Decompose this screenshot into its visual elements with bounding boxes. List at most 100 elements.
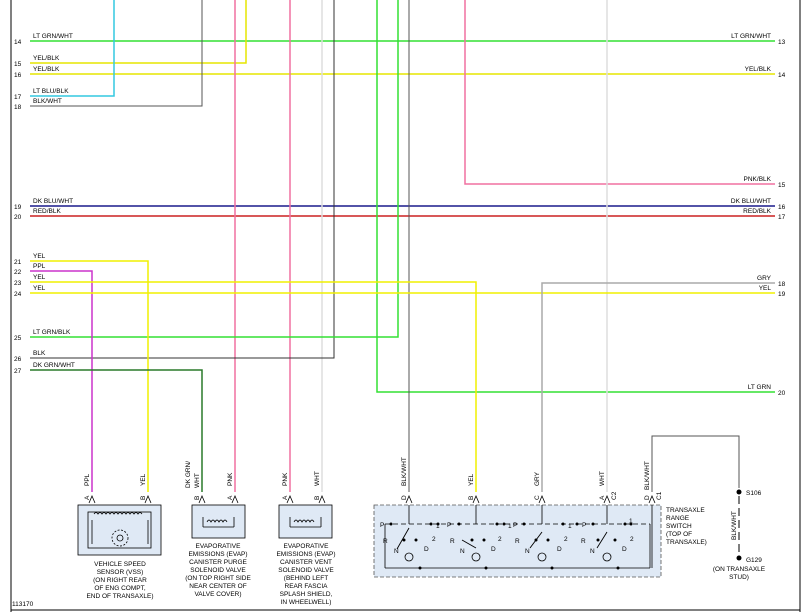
right-label-20: LT GRN (748, 384, 772, 391)
ground-wire-label: BLK/WHT (731, 511, 738, 540)
right-label-14: YEL/BLK (745, 66, 772, 73)
vss-pin-b-wire: YEL (140, 473, 147, 486)
trs-pos-n-1: N (394, 548, 399, 555)
trs-pin-a-wire: WHT (599, 471, 606, 486)
purge-pin-b: B (194, 496, 201, 500)
trs-body (373, 504, 662, 578)
wire-lt-grn-blk-25 (30, 0, 399, 338)
vss-coil-icon (93, 512, 143, 515)
trs-pos-2-2: 2 (498, 536, 502, 543)
trs-pos-p-4: P (582, 522, 586, 529)
purge-caption-3: CANISTER PURGE (189, 559, 247, 566)
trs-pos-r-3: R (515, 538, 520, 545)
purge-caption-5: (ON TOP RIGHT SIDE (185, 575, 251, 582)
right-label-19: YEL (759, 285, 772, 292)
vss-sensor (77, 504, 162, 556)
vent-coil-icon (289, 517, 322, 528)
right-pin-17: 17 (778, 214, 786, 221)
connector-arrow-trs-c (538, 494, 546, 504)
vent-pin-b-wire: WHT (314, 471, 321, 486)
left-label-27: DK GRN/WHT (33, 362, 75, 369)
trs-pos-1-1: 1 (436, 523, 440, 530)
left-pin-25: 25 (14, 335, 22, 342)
left-label-17: LT BLU/BLK (33, 88, 69, 95)
purge-caption-7: VALVE COVER) (194, 591, 241, 598)
trs-pos-2-1: 2 (432, 536, 436, 543)
vent-caption-2: EMISSIONS (EVAP) (276, 551, 335, 558)
left-pin-21: 21 (14, 259, 22, 266)
right-label-18: GRY (757, 275, 772, 282)
left-label-14: LT GRN/WHT (33, 33, 73, 40)
trs-cavity-c1: C1 (656, 491, 663, 500)
connector-arrow-vent-a (286, 494, 294, 504)
vss-caption: VEHICLE SPEED SENSOR (VSS) (ON RIGHT REA… (86, 561, 153, 600)
trs-caption-3: SWITCH (666, 523, 692, 530)
purge-pin-a-wire: PNK (227, 472, 234, 486)
left-pin-17: 17 (14, 94, 22, 101)
vss-pin-b: B (140, 496, 147, 500)
right-label-15: PNK/BLK (744, 176, 772, 183)
vent-solenoid (278, 504, 333, 539)
trs-pin-b: B (468, 496, 475, 500)
connector-arrow-trs-a (603, 494, 611, 504)
vent-caption-4: SOLENOID VALVE (278, 567, 334, 574)
purge-caption-4: SOLENOID VALVE (190, 567, 246, 574)
trs-switch: P R N D 1 2 P R N D 1 2 P R N D 1 2 P R … (373, 504, 662, 578)
left-pin-24: 24 (14, 291, 22, 298)
trs-pos-r-2: R (450, 538, 455, 545)
vss-pin-a: A (84, 495, 91, 500)
left-pin-27: 27 (14, 368, 22, 375)
vent-caption-1: EVAPORATIVE (284, 543, 330, 550)
trs-pin-c: C (534, 495, 541, 500)
trs-caption: TRANSAXLE RANGE SWITCH (TOP OF TRANSAXLE… (666, 507, 707, 546)
vent-caption-8: IN WHEELWELL) (281, 599, 332, 606)
trs-position-labels: P R N D 1 2 P R N D 1 2 P R N D 1 2 P R … (380, 518, 634, 555)
right-pin-13: 13 (778, 39, 786, 46)
trs-pos-1-4: 1 (629, 518, 633, 525)
trs-detent-icons (404, 552, 612, 562)
wire-yel-21 (30, 260, 149, 492)
purge-solenoid (191, 504, 246, 539)
wire-blk-26 (30, 0, 335, 359)
left-pin-26: 26 (14, 356, 22, 363)
vent-pin-a: A (282, 495, 289, 500)
right-pin-20: 20 (778, 390, 786, 397)
purge-pin-b-wire-2: WHT (194, 473, 201, 488)
right-label-16: DK BLU/WHT (731, 198, 771, 205)
wire-lt-blu-blk-17 (30, 0, 115, 97)
trs-pos-2-4: 2 (630, 536, 634, 543)
left-pin-20: 20 (14, 214, 22, 221)
purge-caption: EVAPORATIVE EMISSIONS (EVAP) CANISTER PU… (185, 543, 251, 598)
left-pin-22: 22 (14, 269, 22, 276)
vent-pin-a-wire: PNK (282, 472, 289, 486)
wire-yel-23 (30, 281, 477, 492)
vss-caption-3: (ON RIGHT REAR (93, 577, 147, 584)
trs-pos-p-3: P (513, 522, 517, 529)
trs-caption-4: (TOP OF (666, 531, 692, 538)
trs-pin-d-c1-wire: BLK/WHT (644, 461, 651, 490)
trs-pin-d-wire: BLK/WHT (401, 457, 408, 486)
trs-pos-r-4: R (581, 538, 586, 545)
connector-pins (88, 494, 656, 504)
trs-wipers (396, 527, 608, 550)
left-label-18: BLK/WHT (33, 98, 62, 105)
vss-pin-a-wire: PPL (84, 473, 91, 486)
trs-pin-a: A (599, 495, 606, 500)
right-label-13: LT GRN/WHT (731, 33, 771, 40)
left-pin-labels: 14 LT GRN/WHT 15 YEL/BLK 16 YEL/BLK 17 L… (14, 33, 75, 375)
wire-dk-grn-wht-27 (30, 369, 203, 492)
connector-arrow-vss-a (88, 494, 96, 504)
vertical-wire-labels: A PPL B YEL B DK GRN/ WHT A PNK A PNK B … (84, 457, 663, 500)
wire-ppl-22 (30, 270, 93, 492)
trs-pos-1-2: 1 (508, 523, 512, 530)
ground-g129-dot (736, 555, 742, 561)
trs-caption-5: TRANSAXLE) (666, 539, 707, 546)
connector-arrow-vent-b (318, 494, 326, 504)
left-label-22: PPL (33, 263, 46, 270)
wire-pnk-blk-15 (464, 0, 775, 185)
ground-caption-1: (ON TRANSAXLE (713, 566, 766, 573)
purge-coil-icon (202, 517, 235, 528)
wire-yel-blk-15 (30, 0, 247, 64)
left-pin-15: 15 (14, 61, 22, 68)
vent-caption-7: SPLASH SHIELD, (280, 591, 333, 598)
